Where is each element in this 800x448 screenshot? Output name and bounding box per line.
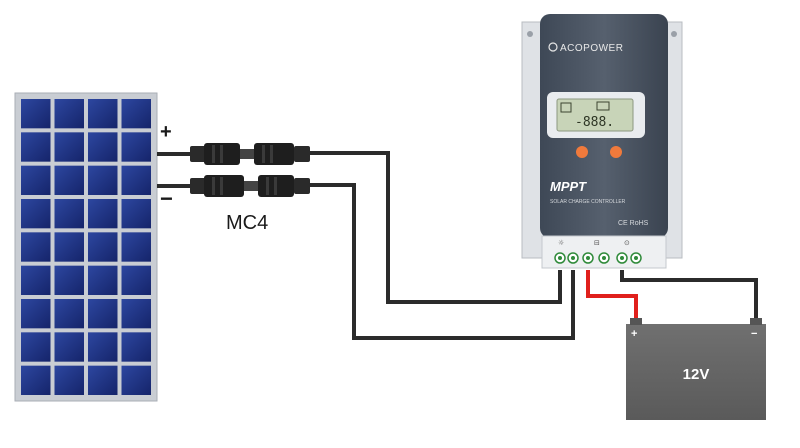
panel-cell — [54, 132, 84, 162]
wires — [157, 151, 758, 340]
terminal-screw-center — [620, 256, 624, 260]
panel-cell — [21, 99, 51, 129]
battery-negative-sign: − — [751, 328, 757, 340]
panel-cell — [21, 265, 51, 295]
panel-cell — [88, 299, 118, 329]
wire-battery-negative — [620, 270, 758, 322]
panel-negative-label: − — [160, 186, 173, 211]
lcd-reading: -888. — [575, 115, 614, 130]
panel-cell — [88, 99, 118, 129]
panel-cell — [121, 165, 151, 195]
panel-cell — [88, 365, 118, 395]
wire-negative-to-controller — [310, 183, 575, 340]
panel-cell — [21, 365, 51, 395]
controller-button-right — [610, 146, 622, 158]
battery-negative-post — [750, 318, 762, 325]
panel-cell — [21, 299, 51, 329]
panel-cell — [88, 232, 118, 262]
terminal-screws — [554, 252, 642, 264]
controller-button-left — [576, 146, 588, 158]
lcd-sun-icon — [560, 102, 572, 113]
panel-cell — [121, 232, 151, 262]
wire-battery-positive — [586, 270, 638, 322]
terminal-sign-load: ⊙ — [624, 239, 630, 247]
mc4-connector-negative — [190, 175, 310, 197]
panel-cell — [121, 199, 151, 229]
panel-cell — [54, 99, 84, 129]
terminal-screw-center — [558, 256, 562, 260]
mc4-connector-label: MC4 — [226, 212, 269, 234]
controller-brand: ACOPOWER — [560, 43, 623, 54]
panel-cell — [121, 132, 151, 162]
terminal-screw-center — [571, 256, 575, 260]
battery-body — [626, 324, 766, 420]
panel-cell — [88, 165, 118, 195]
panel-positive-label: + — [160, 121, 172, 143]
lcd-battery-icon — [596, 101, 610, 111]
panel-cell — [21, 132, 51, 162]
panel-cell — [88, 265, 118, 295]
panel-cell — [21, 232, 51, 262]
terminal-sign-solar: ☼ — [558, 239, 564, 247]
panel-cell — [121, 332, 151, 362]
brand-logo-icon — [548, 42, 558, 52]
panel-cell — [121, 265, 151, 295]
panel-cell — [21, 165, 51, 195]
panel-cell — [54, 165, 84, 195]
controller-subtitle: SOLAR CHARGE CONTROLLER — [550, 199, 626, 205]
panel-cell — [54, 199, 84, 229]
panel-cell — [54, 332, 84, 362]
charge-controller: ACOPOWER -888. MPPT SOLAR CHARGE CONTROL… — [521, 14, 683, 269]
panel-cell — [121, 365, 151, 395]
panel-cell — [121, 99, 151, 129]
terminal-screw-center — [602, 256, 606, 260]
controller-type: MPPT — [550, 179, 587, 194]
panel-cell — [21, 332, 51, 362]
panel-cell — [88, 199, 118, 229]
battery-positive-sign: + — [631, 328, 637, 340]
mc4-connector-positive — [190, 143, 310, 165]
wire-positive-to-controller — [310, 151, 562, 304]
terminal-screw-center — [634, 256, 638, 260]
panel-cell — [54, 232, 84, 262]
panel-cell — [54, 265, 84, 295]
battery: + − 12V — [626, 318, 766, 420]
panel-cell — [54, 365, 84, 395]
solar-panel — [14, 92, 158, 402]
terminal-sign-battery: ⊟ — [594, 239, 600, 247]
panel-cell — [121, 299, 151, 329]
battery-voltage-label: 12V — [683, 366, 710, 383]
controller-cert: CE RoHS — [618, 220, 649, 227]
panel-cell — [88, 332, 118, 362]
panel-cell — [54, 299, 84, 329]
terminal-screw-center — [586, 256, 590, 260]
panel-cells — [21, 99, 151, 395]
lcd-display — [556, 98, 634, 132]
panel-cell — [21, 199, 51, 229]
battery-positive-post — [630, 318, 642, 325]
panel-cell — [88, 132, 118, 162]
